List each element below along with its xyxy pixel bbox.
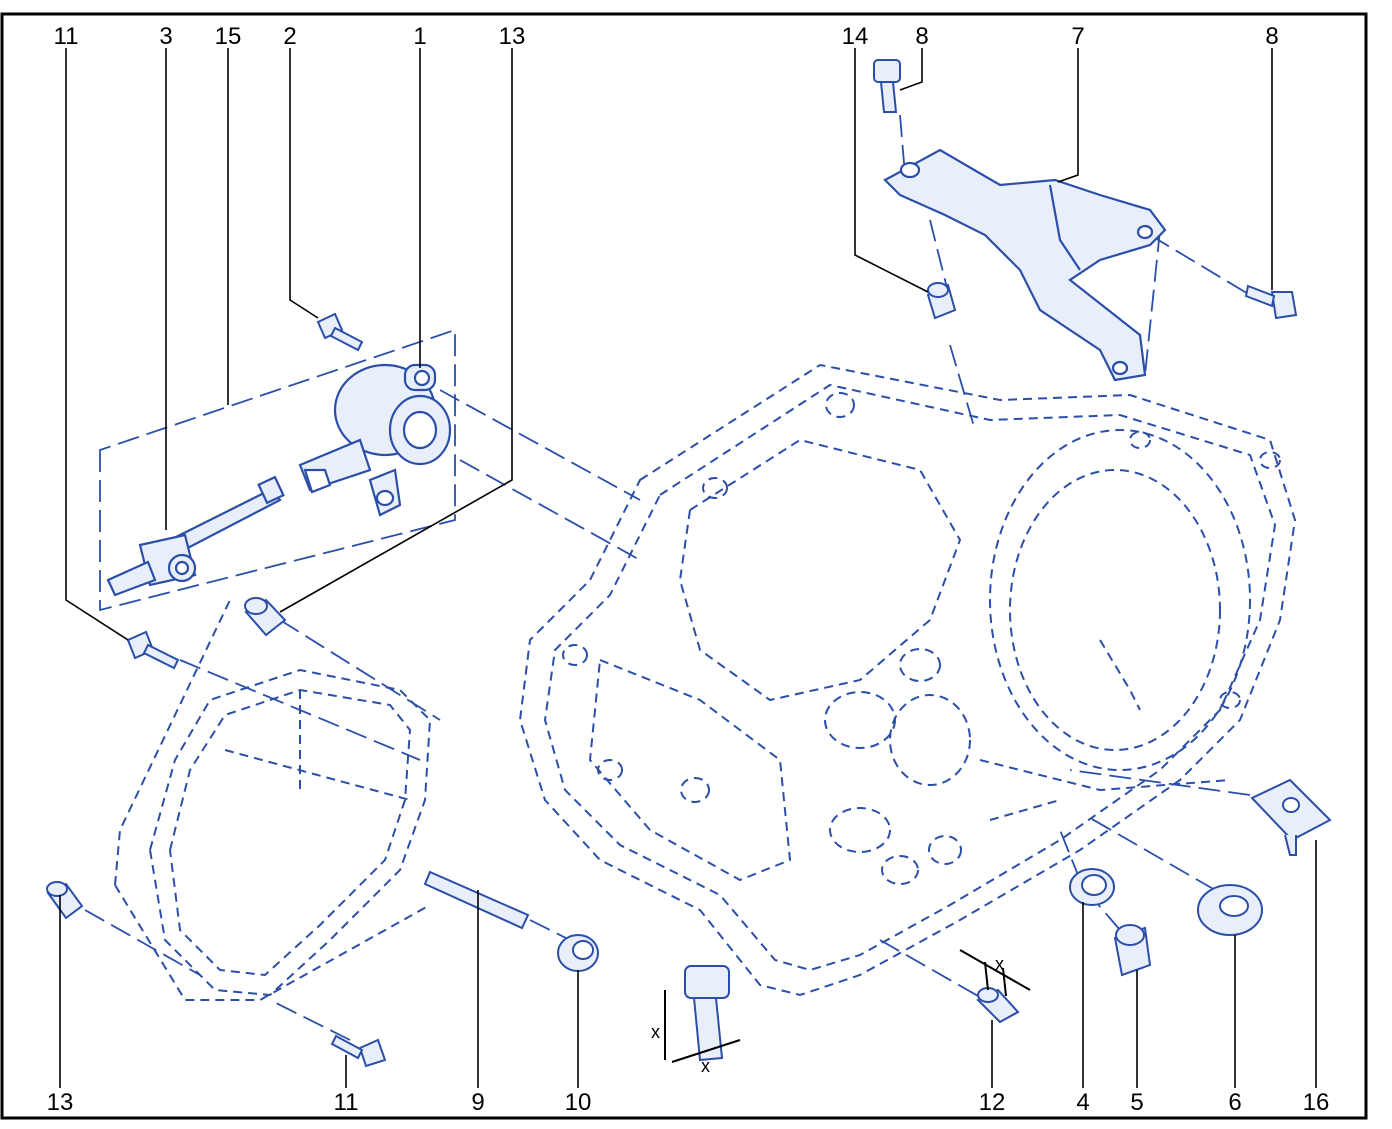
bracket-part-7 (883, 148, 1167, 382)
washer-part-6 (1197, 884, 1263, 936)
callout-13-bottom: 13 (47, 1089, 74, 1116)
callout-5: 5 (1130, 1089, 1143, 1116)
bolt-part-11-upper (126, 630, 180, 670)
sleeve-part-14 (926, 282, 957, 320)
diagram-frame (0, 12, 1368, 1120)
stud-part-9 (423, 870, 530, 930)
callout-13-top: 13 (499, 23, 526, 50)
callout-14: 14 (842, 23, 869, 50)
dowel-part-13-upper (244, 597, 287, 637)
callout-16: 16 (1303, 1089, 1330, 1116)
callout-9: 9 (471, 1089, 484, 1116)
bolt-part-11-lower (330, 1034, 387, 1068)
callout-1: 1 (413, 23, 426, 50)
nut-part-10 (557, 934, 599, 972)
callout-8-left: 8 (915, 23, 928, 50)
bolt-part-8-top (873, 59, 901, 113)
dimension-label-x-1: x (651, 1022, 660, 1042)
dimension-label-x-3: x (995, 954, 1004, 974)
plug-part-5 (1113, 924, 1152, 977)
callout-12: 12 (979, 1089, 1006, 1116)
slave-cylinder-part-1 (298, 363, 452, 517)
callout-15: 15 (215, 23, 242, 50)
gearbox-housing (518, 363, 1297, 997)
housing-cover-gasket (114, 599, 432, 1001)
bolt-part-2 (316, 312, 364, 352)
hydraulic-pipe-part-3 (106, 475, 285, 597)
dimension-label-x-2: x (701, 1056, 710, 1076)
dimension-sketch (664, 949, 1031, 1063)
callout-4: 4 (1076, 1089, 1089, 1116)
bolt-part-8-right (1244, 284, 1298, 320)
callout-2: 2 (283, 23, 296, 50)
dowel-part-13-lower (46, 881, 84, 920)
callout-11-top: 11 (54, 23, 79, 50)
callout-10: 10 (565, 1089, 592, 1116)
dowel-part-12 (976, 987, 1020, 1024)
seal-part-4 (1069, 868, 1115, 906)
clip-part-16 (1250, 778, 1332, 856)
callout-3: 3 (159, 23, 172, 50)
callout-7: 7 (1071, 23, 1084, 50)
callout-8-right: 8 (1265, 23, 1278, 50)
leader-lines (59, 48, 1317, 1088)
callout-11-bottom: 11 (334, 1089, 359, 1116)
callout-6: 6 (1228, 1089, 1241, 1116)
